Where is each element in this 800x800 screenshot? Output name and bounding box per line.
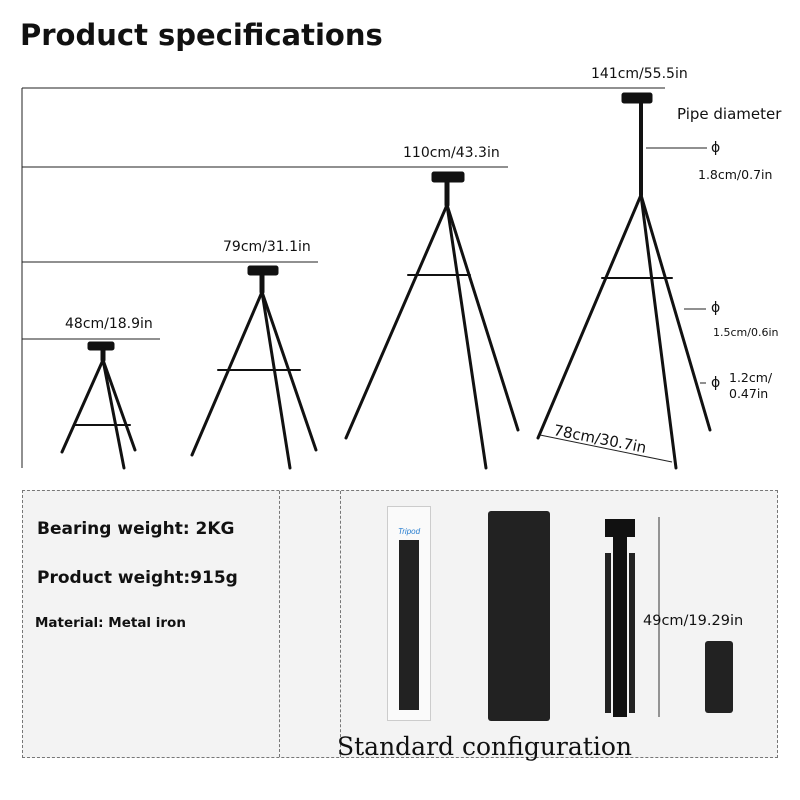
bearing-weight: Bearing weight: 2KG [37,519,235,539]
height-label-48: 48cm/18.9in [65,316,153,332]
tripod-height-diagram [21,87,712,470]
phi-icon: ϕ [711,375,721,391]
spread-line [539,434,673,463]
box-brand: Tripod [397,527,421,536]
product-weight: Product weight:915g [37,568,238,588]
pipe-diameter-2: 1.5cm/0.6in [713,326,779,339]
phi-icon: ϕ [711,300,721,316]
folded-length: 49cm/19.29in [643,613,744,629]
pipe-diameter-3b: 0.47in [729,386,769,401]
boxed-tripod-image [399,540,419,710]
tripod-141cm [536,92,712,470]
height-label-141: 141cm/55.5in [591,66,688,82]
material: Material: Metal iron [35,615,186,631]
tripod-110cm [344,171,520,470]
product-box: Tripod [387,506,431,721]
page-title: Product specifications [20,18,383,52]
carry-bag-image [488,511,550,721]
pipe-diameter-3a: 1.2cm/ [729,370,773,385]
height-label-110: 110cm/43.3in [403,145,500,161]
standard-configuration-caption: Standard configuration [337,732,632,761]
phi-icon: ϕ [711,140,721,156]
tripod-48cm [60,341,137,470]
height-label-79: 79cm/31.1in [223,239,311,255]
pipe-diameter-1: 1.8cm/0.7in [698,167,773,182]
folded-tripod-image [605,517,660,717]
pipe-diameter-title: Pipe diameter [677,105,782,123]
spec-panel: Bearing weight: 2KG Product weight:915g … [22,490,778,758]
tripod-79cm [190,265,318,470]
phone-clip-image [705,641,733,713]
